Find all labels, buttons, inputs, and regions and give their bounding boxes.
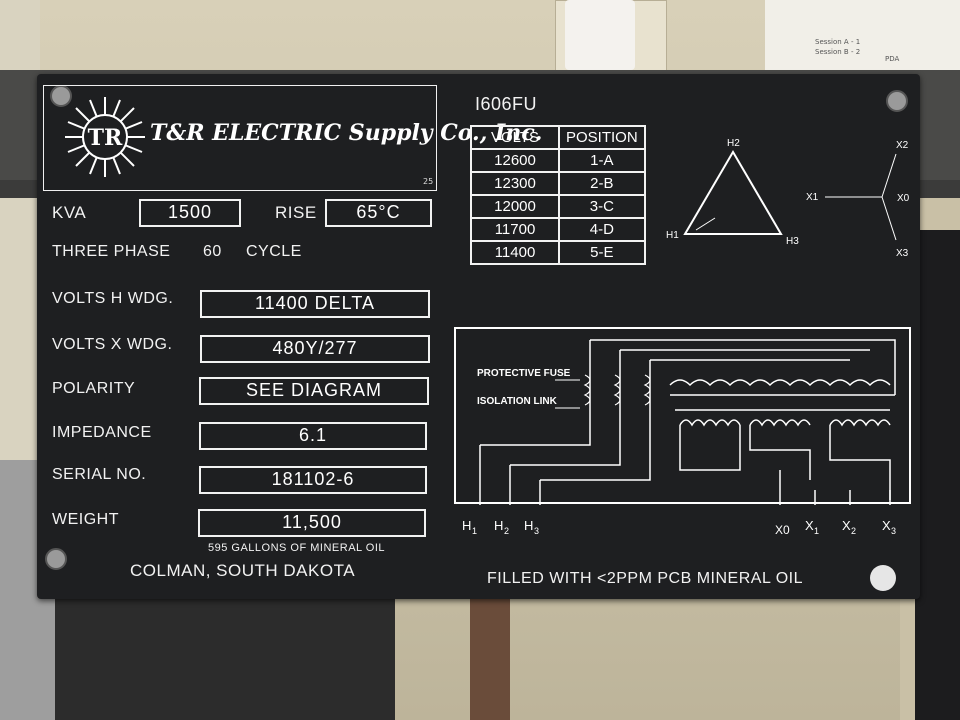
- protective-fuse-label: PROTECTIVE FUSE: [477, 368, 571, 379]
- power-plug: [565, 0, 635, 70]
- rivet: [870, 565, 896, 591]
- table-cell: 12000: [470, 194, 560, 219]
- table-cell: 2-B: [558, 171, 646, 196]
- isolation-link-label: ISOLATION LINK: [477, 396, 558, 407]
- weight-value: 11,500: [198, 509, 426, 537]
- h1-subscript: 1: [472, 526, 477, 536]
- mounting-hole: [886, 90, 908, 112]
- table-header: VOLTS: [470, 125, 560, 150]
- delta-label: H1: [666, 230, 679, 241]
- oil-note: 595 GALLONS OF MINERAL OIL: [208, 542, 386, 554]
- location: COLMAN, SOUTH DAKOTA: [130, 561, 356, 580]
- computer-case: [55, 580, 395, 720]
- model-number: I606FU: [475, 94, 538, 114]
- x3-terminal: X: [882, 518, 891, 533]
- wye-label: X1: [806, 192, 819, 203]
- wooden-post: [470, 590, 510, 720]
- svg-text:TR: TR: [88, 125, 123, 151]
- wye-label: X0: [897, 193, 910, 204]
- x1-terminal: X: [805, 518, 814, 533]
- kva-value: 1500: [139, 199, 241, 227]
- logo-panel: [43, 85, 437, 191]
- h3-subscript: 3: [534, 526, 539, 536]
- table-cell: 12600: [470, 148, 560, 173]
- table-cell: 11700: [470, 217, 560, 242]
- kva-label: KVA: [52, 203, 87, 222]
- logo-number: 25: [423, 177, 434, 186]
- h1-terminal: H: [462, 518, 471, 533]
- wiring-diagram: PROTECTIVE FUSE ISOLATION LINK H 1 H 2 H…: [454, 327, 911, 537]
- rise-value: 65°C: [325, 199, 432, 227]
- table-cell: 11400: [470, 240, 560, 265]
- cycle-number: 60: [203, 243, 222, 260]
- rise-label: RISE: [275, 203, 317, 222]
- table-cell: 4-D: [558, 217, 646, 242]
- h2-subscript: 2: [504, 526, 509, 536]
- table-cell: 5-E: [558, 240, 646, 265]
- polarity-value: SEE DIAGRAM: [199, 377, 429, 405]
- field-label: IMPEDANCE: [52, 424, 152, 441]
- table-cell: 12300: [470, 171, 560, 196]
- table-header: POSITION: [558, 125, 646, 150]
- field-label: VOLTS H WDG.: [52, 290, 174, 307]
- delta-label: H3: [786, 236, 799, 247]
- table-cell: 3-C: [558, 194, 646, 219]
- serial-value: 181102-6: [199, 466, 427, 494]
- volts-h-value: 11400 DELTA: [200, 290, 430, 318]
- h2-terminal: H: [494, 518, 503, 533]
- pcb-note: FILLED WITH <2PPM PCB MINERAL OIL: [487, 570, 803, 587]
- field-label: POLARITY: [52, 380, 136, 397]
- cycle-label: CYCLE: [246, 243, 302, 260]
- field-label: WEIGHT: [52, 511, 119, 528]
- x2-subscript: 2: [851, 526, 856, 536]
- field-label: SERIAL NO.: [52, 466, 147, 483]
- x3-subscript: 3: [891, 526, 896, 536]
- table-cell: 1-A: [558, 148, 646, 173]
- paper-line: Session A - 1: [815, 38, 861, 46]
- h3-terminal: H: [524, 518, 533, 533]
- x2-terminal: X: [842, 518, 851, 533]
- x1-subscript: 1: [814, 526, 819, 536]
- impedance-value: 6.1: [199, 422, 427, 450]
- wye-label: X3: [896, 248, 909, 259]
- x0-terminal: X0: [775, 523, 790, 537]
- volts-x-value: 480Y/277: [200, 335, 430, 363]
- field-label: VOLTS X WDG.: [52, 336, 173, 353]
- wall-paper: Session A - 1 Session B - 2 PDA: [765, 0, 960, 80]
- mounting-hole: [50, 85, 72, 107]
- wye-label: X2: [896, 140, 909, 151]
- delta-label: H2: [727, 138, 740, 149]
- logo-starburst: TR: [65, 97, 145, 177]
- phase-text: THREE PHASE: [52, 243, 171, 260]
- paper-line: PDA: [885, 55, 900, 63]
- monitor: [915, 230, 960, 720]
- paper-line: Session B - 2: [815, 48, 861, 56]
- vector-diagram: H2 H1 H3 X2 X1 X0 X3: [666, 138, 910, 259]
- mounting-hole: [45, 548, 67, 570]
